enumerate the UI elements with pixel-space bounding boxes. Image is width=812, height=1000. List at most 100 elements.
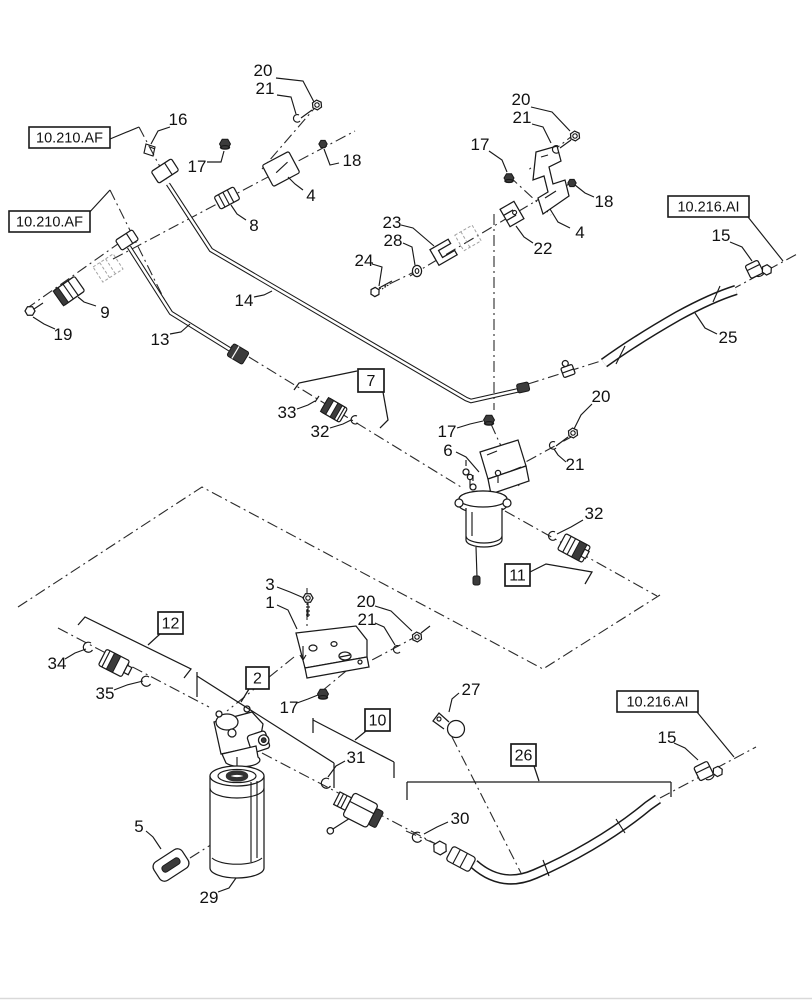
callout-21[interactable]: 21 <box>513 108 532 127</box>
part-bolt-19[interactable] <box>24 302 44 316</box>
callout-34[interactable]: 34 <box>48 654 67 673</box>
ref-box-10210af-1[interactable]: 10.210.AF <box>28 126 111 149</box>
ref-label[interactable]: 10.216.AI <box>626 695 688 711</box>
callout-20[interactable]: 20 <box>512 90 531 109</box>
part-junction-fitting[interactable] <box>559 359 576 378</box>
callout-21[interactable]: 21 <box>256 79 275 98</box>
callout-9[interactable]: 9 <box>100 303 109 322</box>
part-fitting-15a[interactable] <box>744 256 773 282</box>
part-nut-17c[interactable] <box>316 688 330 700</box>
part-nut-17-mid[interactable] <box>482 414 496 426</box>
callout-33[interactable]: 33 <box>278 403 297 422</box>
part-label-plate-5[interactable] <box>151 847 191 884</box>
callout-4[interactable]: 4 <box>306 186 315 205</box>
part-filter-29[interactable] <box>209 765 265 879</box>
group-callout-label[interactable]: 11 <box>509 568 526 585</box>
boxed-callout-10[interactable]: 10 <box>364 708 391 732</box>
part-bolt-20b-top[interactable] <box>559 130 582 149</box>
callout-17[interactable]: 17 <box>471 135 490 154</box>
boxed-callout-11[interactable]: 11 <box>504 563 531 587</box>
callout-30[interactable]: 30 <box>451 809 470 828</box>
callout-14[interactable]: 14 <box>235 291 254 310</box>
part-nut-17a[interactable] <box>218 138 232 150</box>
callout-6[interactable]: 6 <box>443 441 452 460</box>
callout-21[interactable]: 21 <box>358 610 377 629</box>
part-clip-16[interactable] <box>143 143 156 157</box>
part-clamp-23[interactable] <box>429 238 459 267</box>
part-ring-35[interactable] <box>140 675 151 687</box>
callout-32[interactable]: 32 <box>585 504 604 523</box>
part-washer-28[interactable] <box>411 264 423 278</box>
group-callout-label[interactable]: 2 <box>253 671 262 688</box>
group-callout-label[interactable]: 12 <box>162 616 180 633</box>
callout-3[interactable]: 3 <box>265 575 274 594</box>
part-plate-4a[interactable] <box>262 151 300 187</box>
callout-21[interactable]: 21 <box>566 455 585 474</box>
group-callout-label[interactable]: 26 <box>515 748 533 765</box>
callout-20[interactable]: 20 <box>357 592 376 611</box>
callout-18[interactable]: 18 <box>343 151 362 170</box>
part-hose-25[interactable] <box>600 284 738 368</box>
ref-label[interactable]: 10.210.AF <box>36 131 103 147</box>
part-ring-31[interactable] <box>320 777 331 789</box>
callout-27[interactable]: 27 <box>462 680 481 699</box>
callout-22[interactable]: 22 <box>534 239 553 258</box>
part-filter-head-2[interactable] <box>213 705 271 772</box>
part-fitting-8[interactable] <box>214 186 240 210</box>
callout-24[interactable]: 24 <box>355 251 374 270</box>
part-nut-18a[interactable] <box>318 139 328 149</box>
callout-19[interactable]: 19 <box>54 325 73 344</box>
part-clamp-27[interactable] <box>432 712 466 739</box>
boxed-callout-26[interactable]: 26 <box>510 743 537 767</box>
callout-23[interactable]: 23 <box>383 213 402 232</box>
callout-35[interactable]: 35 <box>96 684 115 703</box>
callout-8[interactable]: 8 <box>249 216 258 235</box>
part-bolt-3[interactable] <box>302 593 314 617</box>
part-pipe-14[interactable] <box>151 158 531 404</box>
callout-13[interactable]: 13 <box>151 330 170 349</box>
part-bracket-1[interactable] <box>295 625 370 679</box>
part-washer-32b[interactable] <box>547 530 557 541</box>
callout-18[interactable]: 18 <box>595 192 614 211</box>
group-callout-label[interactable]: 7 <box>367 373 376 390</box>
part-pipe-13[interactable] <box>115 229 250 365</box>
callout-15[interactable]: 15 <box>712 226 731 245</box>
callout-20[interactable]: 20 <box>592 387 611 406</box>
callout-25[interactable]: 25 <box>719 328 738 347</box>
part-clamp-22[interactable] <box>499 200 525 228</box>
part-valve-10[interactable] <box>321 787 386 852</box>
callout-20[interactable]: 20 <box>254 61 273 80</box>
callout-17[interactable]: 17 <box>188 157 207 176</box>
part-washer-21a[interactable] <box>292 114 301 123</box>
callout-17[interactable]: 17 <box>438 422 457 441</box>
callout-28[interactable]: 28 <box>384 231 403 250</box>
part-fitting-11[interactable] <box>557 533 591 563</box>
ref-box-10216ai-bottom[interactable]: 10.216.AI <box>616 690 699 713</box>
ref-label[interactable]: 10.210.AF <box>16 215 83 231</box>
part-fitting-9[interactable] <box>52 276 85 307</box>
part-ring-30[interactable] <box>411 831 422 843</box>
part-fitting-33[interactable] <box>314 395 348 423</box>
part-washer-21-mid[interactable] <box>548 441 557 450</box>
part-bolt-20c[interactable] <box>410 625 431 643</box>
ref-box-10210af-2[interactable]: 10.210.AF <box>8 210 91 233</box>
part-bolt-20-mid[interactable] <box>555 427 580 447</box>
part-nut-18b[interactable] <box>567 178 577 188</box>
ref-box-10216ai-top[interactable]: 10.216.AI <box>667 195 750 218</box>
part-bracket-4b[interactable] <box>532 145 570 215</box>
callout-4[interactable]: 4 <box>575 223 584 242</box>
part-sedimenter-bowl[interactable] <box>454 469 512 586</box>
callout-32[interactable]: 32 <box>311 422 330 441</box>
callout-15[interactable]: 15 <box>658 728 677 747</box>
part-bolt-20a[interactable] <box>300 99 324 119</box>
part-fitting-12[interactable] <box>98 649 134 679</box>
part-ring-34[interactable] <box>82 641 93 653</box>
callout-29[interactable]: 29 <box>200 888 219 907</box>
callout-17[interactable]: 17 <box>280 698 299 717</box>
part-fitting-15b[interactable] <box>693 757 725 785</box>
part-hose-26[interactable] <box>431 794 662 885</box>
callout-5[interactable]: 5 <box>134 817 143 836</box>
callout-1[interactable]: 1 <box>265 593 274 612</box>
boxed-callout-7[interactable]: 7 <box>357 368 385 393</box>
part-bolt-24[interactable] <box>369 280 393 298</box>
